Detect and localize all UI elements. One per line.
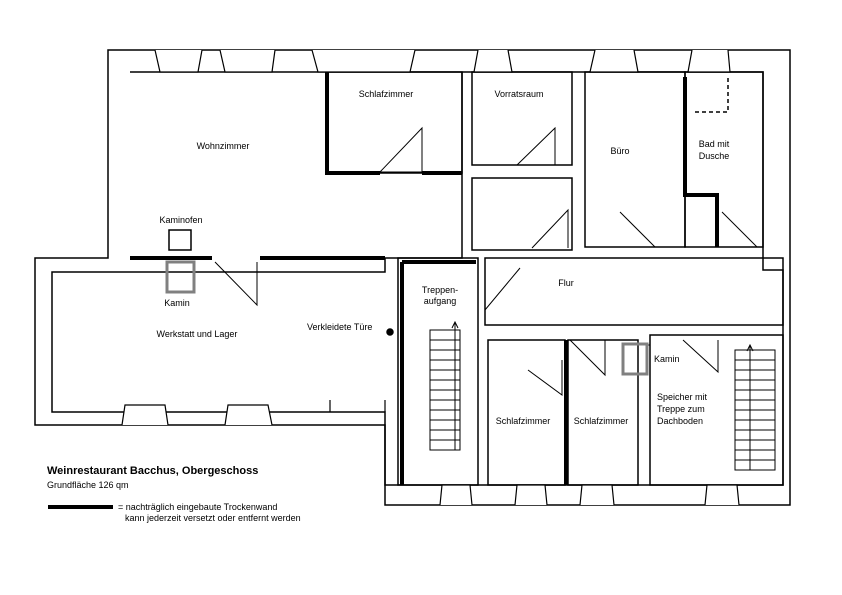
kamin-right-icon: [621, 342, 649, 376]
outer-wall: [34, 49, 791, 506]
drywall-schlafzimmer: [325, 72, 462, 175]
windows: [121, 49, 740, 506]
label-speicher-3: Dachboden: [657, 416, 704, 426]
legend-line-1: = nachträglich eingebaute Trockenwand: [118, 502, 278, 512]
label-kamin-right: Kamin: [654, 354, 680, 364]
room-treppe: [397, 257, 479, 486]
kaminofen-icon: [168, 229, 192, 251]
dashed-opening: [461, 180, 473, 230]
hidden-door-marker: [386, 328, 394, 336]
drywall-treppe: [400, 260, 476, 485]
legend-line-2: kann jederzeit versetzt oder entfernt we…: [125, 513, 301, 523]
label-flur: Flur: [558, 278, 574, 288]
stairs-right: [734, 343, 776, 471]
label-speicher-2: Treppe zum: [657, 404, 705, 414]
shower-dashed: [695, 77, 729, 113]
legend-area: Grundfläche 126 qm: [47, 480, 129, 490]
label-bad-1: Bad mit: [698, 139, 730, 149]
label-treppe-2: aufgang: [423, 296, 457, 306]
label-buero: Büro: [610, 146, 630, 156]
room-vorratsraum: [471, 71, 573, 166]
label-bad-2: Dusche: [698, 151, 730, 161]
room-corridor-small: [471, 177, 573, 251]
label-speicher-1: Speicher mit: [657, 392, 708, 402]
label-werkstatt: Werkstatt und Lager: [156, 329, 238, 339]
doors: [214, 126, 758, 396]
stairs-left: [429, 320, 461, 451]
legend-title: Weinrestaurant Bacchus, Obergeschoss: [47, 465, 259, 477]
label-schlafzimmer-top: Schlafzimmer: [358, 89, 414, 99]
label-schlafzimmer-3: Schlafzimmer: [573, 416, 629, 426]
label-vorratsraum: Vorratsraum: [494, 89, 544, 99]
kamin-left-icon: [165, 260, 196, 294]
label-kaminofen: Kaminofen: [159, 215, 203, 225]
label-kamin-left: Kamin: [164, 298, 190, 308]
drywall-bad: [683, 77, 719, 247]
label-verkleidete-tuere: Verkleidete Türe: [307, 322, 373, 332]
label-wohnzimmer: Wohnzimmer: [196, 141, 250, 151]
label-treppe-1: Treppen-: [421, 285, 459, 295]
label-schlafzimmer-2: Schlafzimmer: [495, 416, 551, 426]
